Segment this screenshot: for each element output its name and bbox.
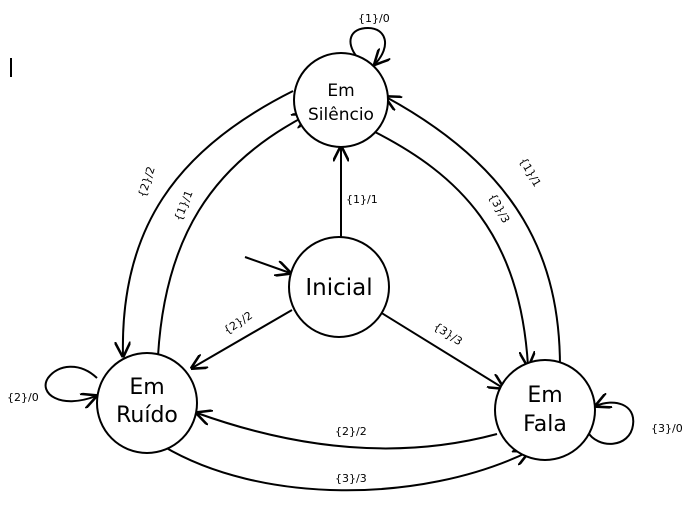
state-label-fala-line2: Fala xyxy=(523,412,567,437)
label-ruido-self: {2}/0 xyxy=(7,391,39,404)
state-label-fala-line1: Em xyxy=(527,383,562,408)
edge-ruido-to-fala xyxy=(162,445,528,492)
state-em-fala xyxy=(494,359,596,461)
label-silencio-to-ruido: {2}/2 xyxy=(136,165,158,199)
state-label-silencio-line1: Em xyxy=(327,81,354,101)
state-em-silencio xyxy=(293,52,389,148)
label-fala-to-silencio: {1}/1 xyxy=(516,155,543,189)
label-fala-self: {3}/0 xyxy=(651,422,683,435)
edge-silencio-self xyxy=(349,26,385,64)
edge-inicial-to-ruido xyxy=(192,309,293,368)
edge-fala-to-ruido xyxy=(197,413,498,450)
label-fala-to-ruido: {2}/2 xyxy=(335,425,367,438)
label-inicial-to-ruido: {2}/2 xyxy=(221,309,255,337)
edge-fala-to-silencio xyxy=(386,97,561,368)
label-inicial-to-fala: {3}/3 xyxy=(431,320,465,348)
edge-fala-self xyxy=(586,403,635,445)
edge-silencio-to-ruido xyxy=(123,90,294,356)
label-silencio-self: {1}/0 xyxy=(358,12,390,25)
state-label-ruido-line1: Em xyxy=(129,375,164,400)
edge-ruido-self xyxy=(44,365,97,401)
label-ruido-to-fala: {3}/3 xyxy=(335,472,367,485)
state-label-ruido-line2: Ruído xyxy=(116,403,178,428)
label-inicial-to-silencio: {1}/1 xyxy=(346,193,378,206)
state-label-silencio-line2: Silêncio xyxy=(308,105,374,125)
edge-start-arrow xyxy=(244,256,290,273)
state-label-inicial: Inicial xyxy=(305,275,372,301)
edge-inicial-to-fala xyxy=(379,311,503,388)
edge-silencio-to-fala xyxy=(372,130,528,366)
state-inicial xyxy=(288,236,390,338)
edge-ruido-to-silencio xyxy=(157,115,307,357)
label-ruido-to-silencio: {1}/1 xyxy=(172,189,196,223)
state-em-ruido xyxy=(96,352,198,454)
